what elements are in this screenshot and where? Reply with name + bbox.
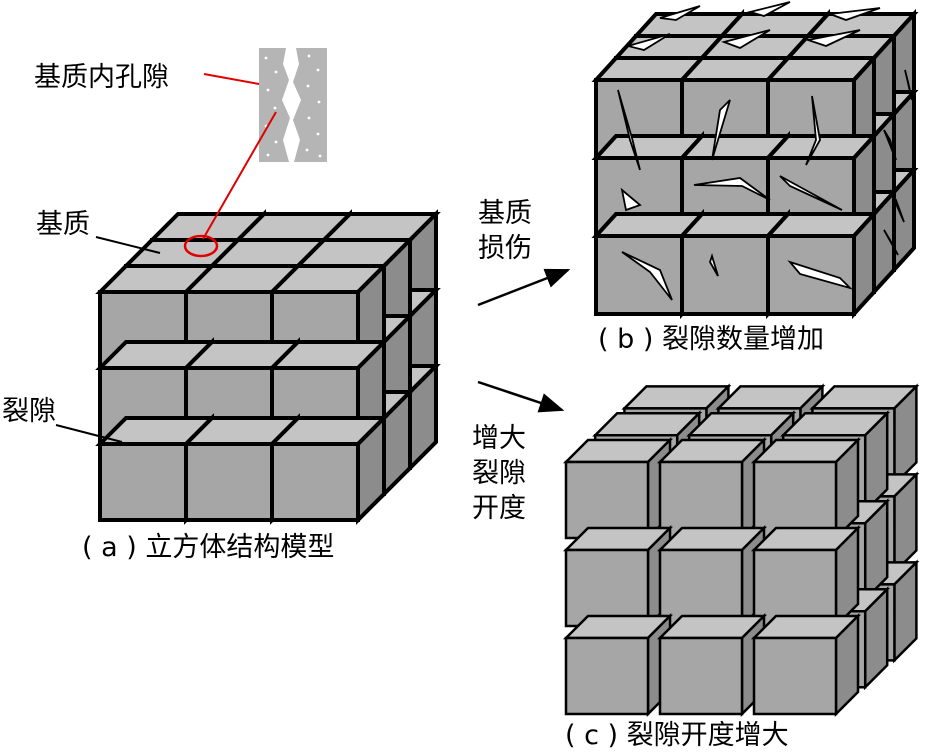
- fracture-leader-line: [55, 424, 123, 443]
- cube-c-block: [562, 436, 674, 542]
- caption-c: ( c ) 裂隙开度增大: [565, 720, 789, 751]
- crack-mark: [711, 99, 731, 161]
- matrix-leader-line: [95, 236, 161, 254]
- cube-c-block: [562, 612, 674, 718]
- crack-mark: [805, 95, 821, 166]
- label-increase-3: 开度: [472, 493, 526, 524]
- arrow-to-b: [477, 268, 571, 307]
- label-matrix-damage-2: 损伤: [478, 233, 532, 264]
- cube-c-fracture-aperture-increase: [562, 383, 920, 718]
- crack-mark: [883, 229, 899, 256]
- pore-marker-circle: [183, 234, 219, 258]
- cube-c-block: [750, 436, 862, 542]
- crack-mark: [889, 189, 905, 223]
- cube-c-block: [656, 612, 768, 718]
- crack-mark: [804, 29, 861, 47]
- crack-mark: [883, 129, 897, 161]
- cube-b-cracks: [617, 1, 913, 301]
- cube-c-block: [562, 524, 674, 630]
- caption-a: ( a ) 立方体结构模型: [82, 532, 334, 563]
- cube-b-block: [763, 208, 879, 320]
- cube-b-fracture-count-increase: [591, 8, 919, 320]
- crack-mark: [659, 5, 701, 21]
- crack-mark: [779, 175, 843, 211]
- crack-mark: [617, 89, 641, 171]
- cube-c-block: [750, 524, 862, 630]
- crack-mark: [829, 7, 881, 21]
- crack-mark: [746, 1, 791, 17]
- crack-mark: [721, 29, 771, 49]
- caption-b: ( b ) 裂隙数量增加: [598, 324, 824, 355]
- label-increase-1: 增大: [472, 423, 526, 454]
- arrow-to-c: [477, 380, 565, 413]
- pore-leader: [183, 73, 277, 258]
- label-matrix-damage-1: 基质: [478, 198, 532, 229]
- cube-c-block: [750, 612, 862, 718]
- crack-mark: [693, 177, 771, 201]
- crack-mark: [904, 69, 913, 101]
- crack-mark: [620, 187, 642, 212]
- cube-a-block: [267, 413, 389, 525]
- label-matrix: 基质: [36, 209, 90, 240]
- cube-c-block: [656, 436, 768, 542]
- cube-c-block: [656, 524, 768, 630]
- crack-mark: [787, 260, 854, 290]
- crack-mark: [709, 253, 719, 277]
- crack-mark: [624, 33, 671, 51]
- pore-inset: [259, 48, 327, 162]
- cube-a-structure-model: [95, 209, 441, 525]
- label-fracture: 裂隙: [2, 396, 56, 427]
- crack-mark: [621, 251, 673, 301]
- label-increase-2: 裂隙: [472, 458, 526, 489]
- label-pore: 基质内孔隙: [34, 62, 169, 93]
